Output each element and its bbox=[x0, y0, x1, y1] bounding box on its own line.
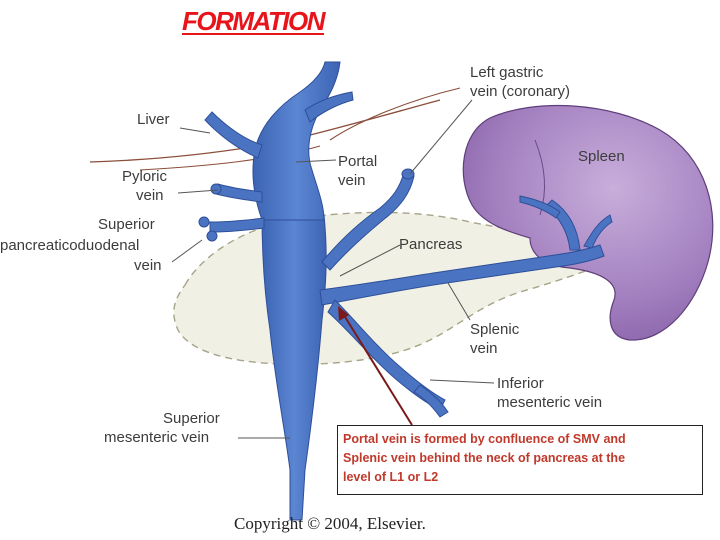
label-smv-2: mesenteric vein bbox=[104, 429, 210, 446]
spleen-shape bbox=[462, 104, 714, 341]
sup-pd-vein-shape bbox=[209, 217, 265, 233]
pyloric-vein-end bbox=[210, 183, 222, 195]
splenic-hilum-branch-3 bbox=[519, 195, 561, 219]
leader-left-gastric bbox=[409, 99, 473, 175]
label-splenic-1: Splenic bbox=[470, 321, 520, 338]
leader-liver bbox=[179, 127, 211, 134]
confluence-arrow-shaft bbox=[341, 311, 413, 426]
annotation-note-box: Portal vein is formed by confluence of S… bbox=[337, 425, 703, 495]
label-liver: Liver bbox=[137, 111, 170, 128]
leader-pyloric bbox=[177, 189, 219, 194]
label-sup-pd-2: pancreaticoduodenal bbox=[0, 237, 140, 254]
annotation-note-line-2: Splenic vein behind the neck of pancreas… bbox=[343, 451, 626, 465]
sup-pd-vein-end-2 bbox=[206, 230, 218, 242]
label-pancreas: Pancreas bbox=[399, 236, 463, 253]
copyright-text: Copyright © 2004, Elsevier. bbox=[234, 514, 426, 533]
label-sup-pd-1: Superior bbox=[98, 216, 155, 233]
label-left-gastric-1: Left gastric bbox=[470, 64, 544, 81]
annotation-note-line-3: level of L1 or L2 bbox=[343, 470, 439, 484]
page-title: FORMATION bbox=[182, 6, 326, 36]
label-left-gastric-2: vein (coronary) bbox=[470, 83, 571, 100]
portal-right-branch bbox=[304, 91, 354, 123]
liver-edge-line-3 bbox=[329, 87, 461, 141]
label-pyloric-2: vein bbox=[136, 187, 164, 204]
leader-splenic bbox=[447, 282, 471, 321]
leader-imv bbox=[429, 379, 495, 384]
label-pyloric-1: Pyloric bbox=[122, 168, 168, 185]
label-smv-1: Superior bbox=[163, 410, 220, 427]
sup-pd-vein-end-1 bbox=[198, 216, 210, 228]
label-sup-pd-3: vein bbox=[134, 257, 162, 274]
label-portal-1: Portal bbox=[338, 153, 378, 170]
portal-vein-upper bbox=[252, 61, 341, 221]
splenic-vein-shape bbox=[319, 244, 605, 306]
leader-sup-pd bbox=[171, 239, 203, 263]
left-gastric-vein-end bbox=[401, 168, 415, 180]
portal-vein-trunk bbox=[261, 214, 327, 521]
label-imv-1: Inferior bbox=[497, 375, 544, 392]
annotation-note-line-1: Portal vein is formed by confluence of S… bbox=[343, 432, 626, 446]
label-imv-2: mesenteric vein bbox=[497, 394, 603, 411]
label-splenic-2: vein bbox=[470, 340, 498, 357]
leader-pancreas bbox=[339, 244, 401, 277]
label-spleen: Spleen bbox=[578, 148, 625, 165]
label-portal-2: vein bbox=[338, 172, 366, 189]
confluence-arrow-head bbox=[338, 306, 349, 321]
leader-portal bbox=[295, 159, 337, 163]
imv-lower-branch bbox=[413, 384, 449, 418]
portal-left-branch bbox=[204, 111, 263, 159]
splenic-hilum-branch-2 bbox=[583, 214, 613, 249]
